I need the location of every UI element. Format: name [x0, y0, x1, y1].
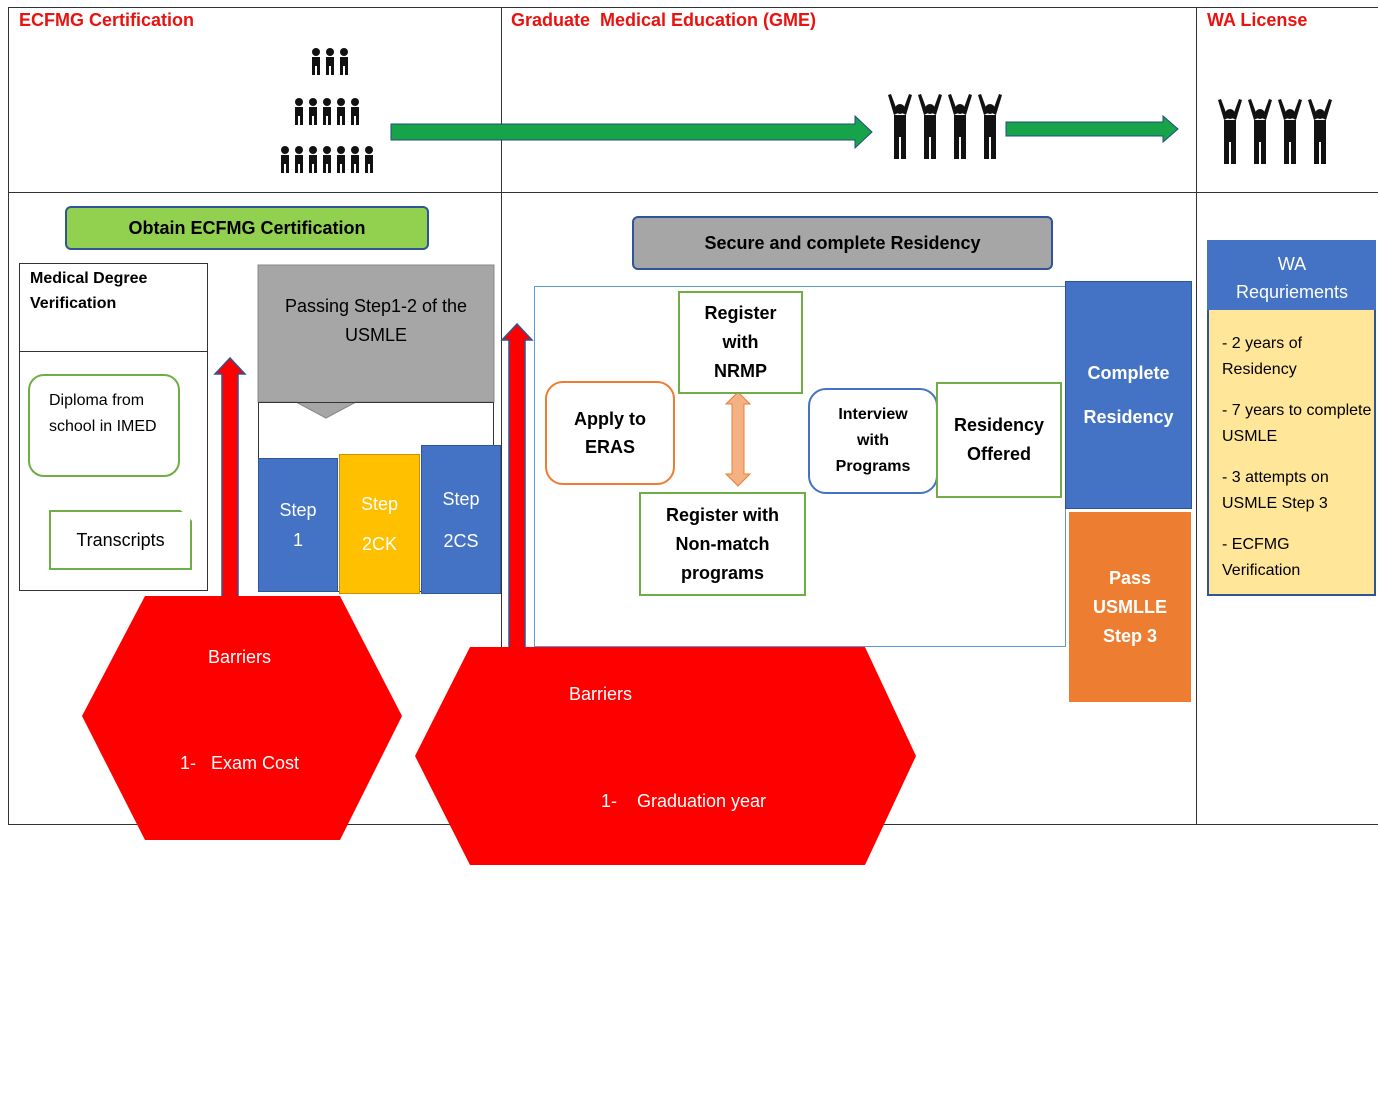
- wa-tab-shape: [1207, 240, 1376, 318]
- header-gme: Graduate Medical Education (GME): [511, 10, 817, 30]
- step-2cs-line1: Step: [442, 488, 480, 509]
- verification-divider: [19, 351, 208, 352]
- barriers-2-list: 1- Graduation year 2- Clinical experienc…: [540, 729, 827, 1106]
- verification-box: [19, 263, 208, 591]
- diploma-text: Diploma from school in IMED: [49, 392, 157, 435]
- pass-step3-box: Pass USMLLE Step 3: [1069, 512, 1191, 702]
- step-2ck-line1: Step: [360, 494, 399, 514]
- green-arrow-1: [390, 114, 873, 150]
- register-nonmatch-box: Register with Non-match programs: [639, 492, 806, 596]
- double-arrow: [724, 391, 752, 487]
- barrier-hexagon-2: [415, 647, 916, 865]
- complete-residency-box: Complete Residency: [1065, 281, 1192, 509]
- wa-item-4: - ECFMG Verification: [1222, 536, 1301, 579]
- verification-title: Medical Degree Verification: [30, 270, 148, 312]
- barriers-1-list: 1- Exam Cost 2- Employment 3- Mentorhsip: [180, 691, 311, 981]
- divider-1: [501, 7, 502, 825]
- people-group-wa-icon: [1218, 99, 1332, 164]
- residency-offered-box: Residency Offered: [936, 382, 1062, 498]
- passing-steps-text: Passing Step1-2 of the USMLE: [284, 296, 468, 345]
- decorations: [82, 48, 1376, 865]
- green-arrow-2: [1005, 114, 1179, 144]
- wa-requirements-title: WA Requriements: [1235, 254, 1349, 302]
- divider-2: [1196, 7, 1197, 825]
- step-2cs-line2: 2CS: [443, 530, 479, 551]
- barrier-2-item-4: 4- Limited residency spots: [571, 1052, 796, 1072]
- wa-requirements-box: [1207, 310, 1376, 596]
- wa-item-2: - 7 years to complete USMLE: [1222, 402, 1372, 445]
- transcripts-box: Transcripts: [49, 510, 192, 570]
- wa-requirements-list: - 2 years of Residency - 7 years to comp…: [1222, 331, 1372, 584]
- step-2ck-box: Step 2CK: [339, 454, 420, 594]
- step-1-line1: Step: [279, 500, 317, 520]
- header-wa: WA License: [1207, 10, 1308, 30]
- barrier-2-item-3: 3- Geographical area: [591, 965, 776, 985]
- barrier-2-item-2: 2- Clinical experience: [589, 878, 778, 898]
- step-2cs-box: Step 2CS: [421, 445, 501, 594]
- apply-eras-box: Apply to ERAS: [545, 381, 675, 485]
- wa-item-3: - 3 attempts on USMLE Step 3: [1222, 469, 1329, 512]
- people-group-gme-icon: [888, 94, 1002, 159]
- barrier-2-item-1: 1- Graduation year: [600, 791, 767, 811]
- red-up-arrow-2: [500, 322, 534, 649]
- frame-left: [8, 7, 9, 825]
- frame-mid: [8, 192, 1378, 193]
- secure-residency-banner: Secure and complete Residency: [632, 216, 1053, 270]
- barrier-hexagon-1: [82, 596, 402, 840]
- step-1-line2: 1: [292, 530, 303, 550]
- interview-box: Interview with Programs: [808, 388, 938, 494]
- header-ecfmg: ECFMG Certification: [19, 10, 195, 30]
- barrier-1-item-2: 2- Employment: [180, 840, 312, 860]
- step-2ck-line2: 2CK: [361, 534, 397, 554]
- diploma-box: [28, 374, 180, 477]
- barriers-1-title: Barriers: [208, 647, 272, 667]
- step-1-box: Step 1: [258, 458, 338, 592]
- barrier-1-item-3: 3- Mentorhsip: [180, 927, 301, 947]
- people-pyramid-icon: [281, 48, 373, 173]
- wa-item-1: - 2 years of Residency: [1222, 335, 1303, 378]
- frame-top: [8, 7, 1378, 8]
- register-nrmp-box: Register with NRMP: [678, 291, 803, 394]
- obtain-ecfmg-banner: Obtain ECFMG Certification: [65, 206, 429, 250]
- barrier-1-item-1: 1- Exam Cost: [180, 753, 300, 773]
- red-up-arrow-1: [213, 356, 247, 599]
- barriers-2-title: Barriers: [569, 684, 633, 704]
